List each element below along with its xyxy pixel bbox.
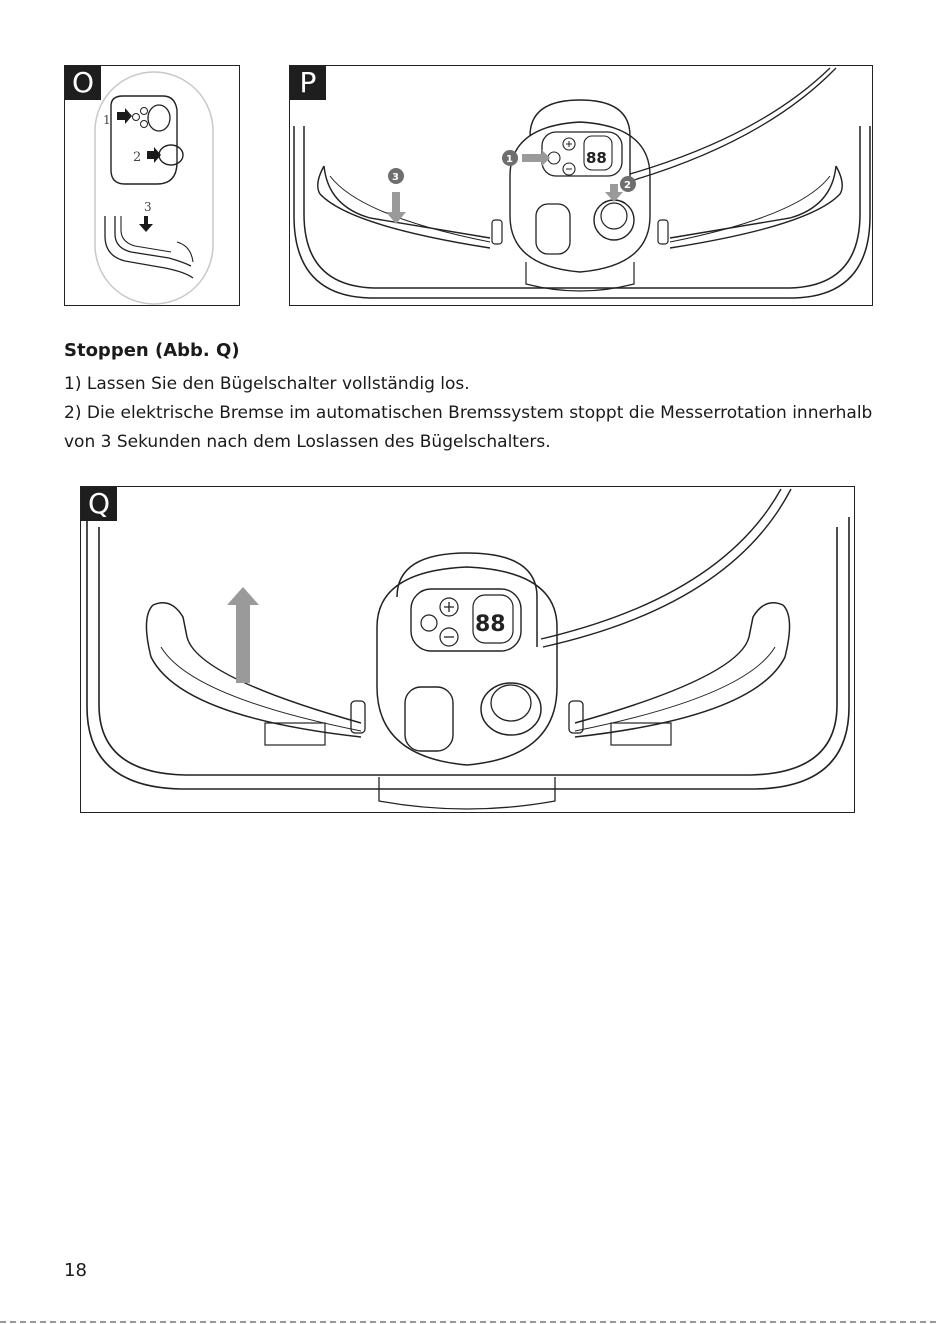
bottom-edge: [0, 1321, 936, 1323]
arrow-step-1-icon: [522, 150, 550, 166]
step-badge-3-text: 3: [392, 172, 399, 183]
step-number-2: 2: [133, 150, 141, 165]
arrow-step-3-icon: [139, 216, 153, 232]
arrow-step-2-icon: [605, 184, 623, 202]
figure-q-label: Q: [81, 487, 117, 521]
stopping-section: Stoppen (Abb. Q) 1) Lassen Sie den Bügel…: [64, 338, 884, 457]
page-number: 18: [64, 1260, 87, 1281]
step-number-3: 3: [144, 200, 152, 214]
figure-o-illustration: 1 2 3: [65, 66, 240, 306]
step-badge-2-text: 2: [624, 180, 631, 191]
figure-o-label: O: [65, 66, 101, 100]
figure-p: P 88: [289, 65, 873, 306]
figure-q-illustration: 88: [81, 487, 855, 813]
figure-p-illustration: 88 1 2 3: [290, 66, 873, 306]
arrow-step-2-icon: [147, 147, 161, 163]
section-heading: Stoppen (Abb. Q): [64, 338, 884, 364]
step-badge-1-text: 1: [506, 154, 513, 165]
arrow-up-icon: [227, 587, 259, 683]
figure-o: O 1 2 3: [64, 65, 240, 306]
instruction-step-1: 1) Lassen Sie den Bügelschalter vollstän…: [64, 370, 884, 399]
figure-q: Q 88: [80, 486, 855, 813]
figure-p-label: P: [290, 66, 326, 100]
instruction-step-2: 2) Die elektrische Bremse im automatisch…: [64, 399, 884, 457]
panel-display: 88: [475, 612, 506, 637]
arrow-step-1-icon: [117, 108, 132, 124]
panel-display: 88: [586, 149, 607, 167]
step-number-1: 1: [103, 113, 111, 127]
